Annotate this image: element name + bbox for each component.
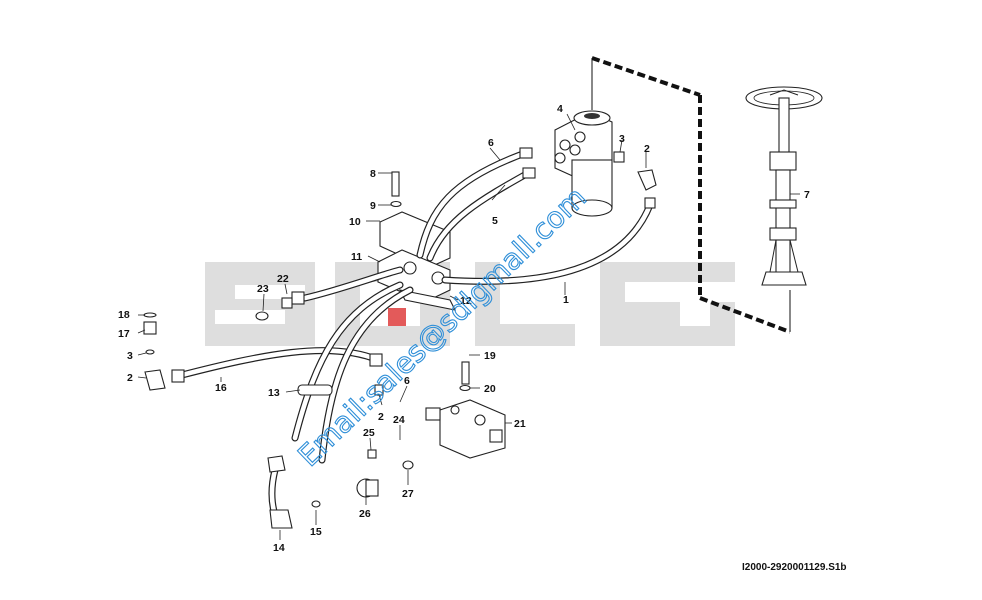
steering-unit [554, 110, 613, 217]
callout-26: 26 [359, 508, 371, 520]
drawing-reference-code: I2000-2920001129.S1b [742, 562, 847, 573]
callout-5: 5 [492, 215, 498, 227]
callout-14: 14 [273, 542, 285, 554]
callout-2-right: 2 [644, 143, 650, 155]
callout-15: 15 [310, 526, 322, 538]
callout-2-center: 2 [378, 411, 384, 423]
callout-20: 20 [484, 383, 496, 395]
callout-10: 10 [349, 216, 361, 228]
callout-3-right: 3 [619, 133, 625, 145]
callout-22: 22 [277, 273, 289, 285]
callout-21: 21 [514, 418, 526, 430]
callout-11: 11 [351, 251, 362, 263]
callout-13: 13 [268, 387, 280, 399]
callout-25: 25 [363, 427, 375, 439]
priority-valve [425, 399, 506, 459]
callout-17: 17 [118, 328, 130, 340]
callout-7: 7 [804, 189, 810, 201]
callout-12: 12 [460, 295, 472, 307]
callout-27: 27 [402, 488, 414, 500]
callout-1: 1 [563, 294, 569, 306]
callout-3-left: 3 [127, 350, 133, 362]
callout-19: 19 [484, 350, 496, 362]
leader-lines [137, 113, 800, 540]
callout-2-left: 2 [127, 372, 133, 384]
hose-lines [178, 148, 654, 519]
callout-16: 16 [215, 382, 227, 394]
callout-6-top: 6 [488, 137, 494, 149]
callout-6-lower: 6 [404, 375, 410, 387]
fittings [143, 147, 657, 529]
callout-9: 9 [370, 200, 376, 212]
callout-23: 23 [257, 283, 269, 295]
steering-column [745, 86, 823, 286]
dashed-frame [591, 56, 791, 334]
callout-4: 4 [557, 103, 563, 115]
callout-18: 18 [118, 309, 130, 321]
callout-labels: 1 2 2 2 3 3 4 5 6 6 7 8 9 10 11 12 13 14… [118, 103, 810, 554]
callout-24: 24 [393, 414, 405, 426]
callout-8: 8 [370, 168, 376, 180]
